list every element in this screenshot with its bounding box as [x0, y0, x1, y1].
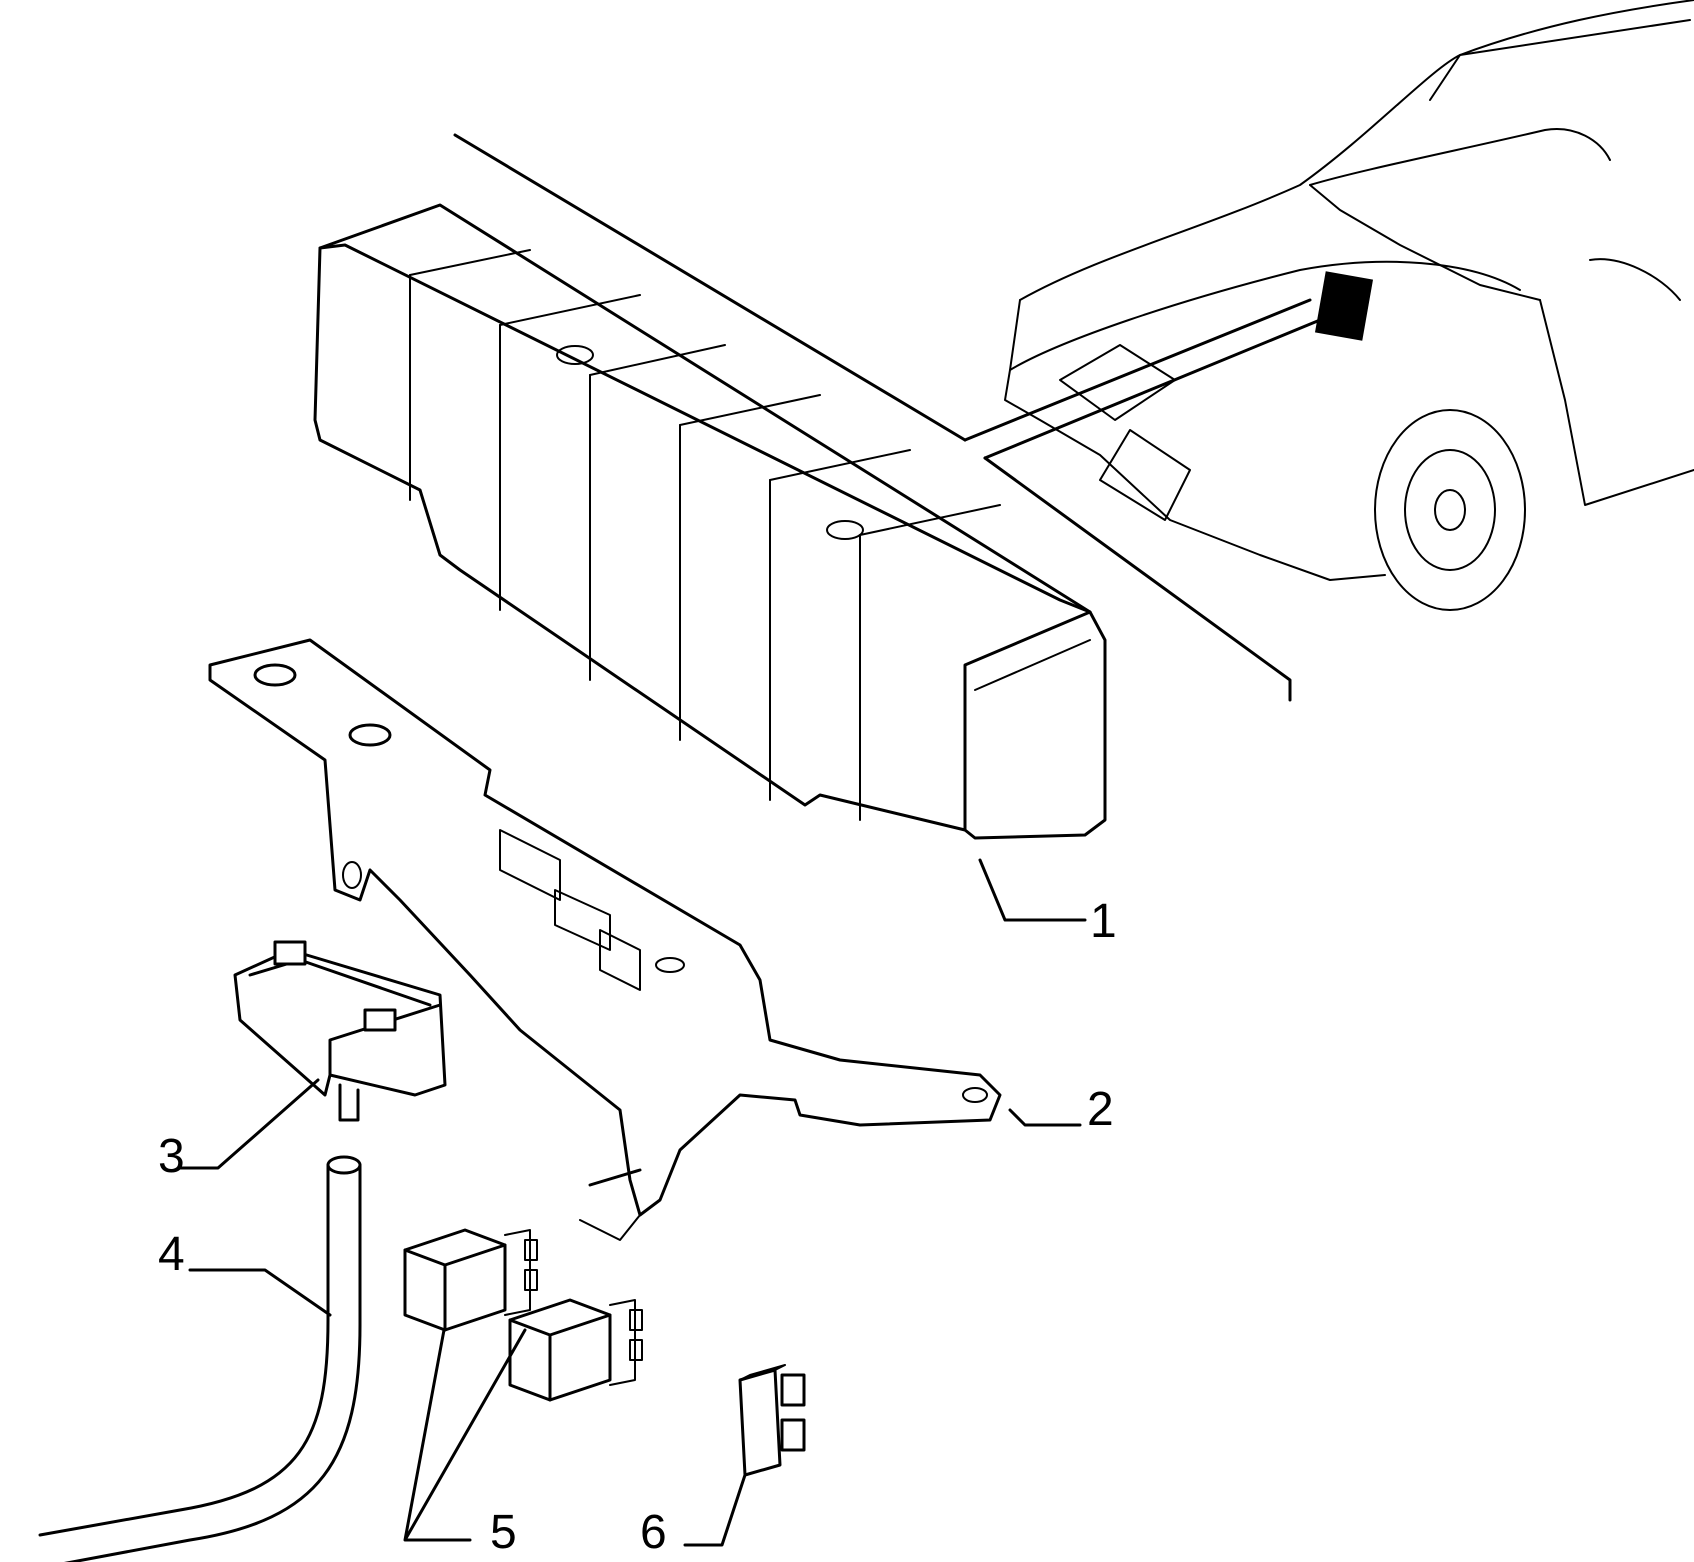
vehicle-location-inset	[453, 0, 1694, 702]
callout-1: 1	[1090, 895, 1117, 948]
hose	[38, 1155, 362, 1562]
leader-lines	[178, 858, 1087, 1547]
blade-fuse	[738, 1364, 806, 1477]
callout-4: 4	[158, 1228, 185, 1281]
mounting-bracket	[208, 638, 1002, 1241]
callout-5: 5	[490, 1506, 517, 1559]
relay-b	[508, 1298, 643, 1402]
relay-a	[403, 1228, 538, 1332]
callout-3: 3	[158, 1130, 185, 1183]
callout-6: 6	[640, 1506, 667, 1559]
fuse-box-cover	[313, 203, 1107, 840]
callout-2: 2	[1087, 1083, 1114, 1136]
callout-labels: 1 2 3 4 5 6	[158, 895, 1117, 1559]
control-module	[233, 940, 447, 1122]
